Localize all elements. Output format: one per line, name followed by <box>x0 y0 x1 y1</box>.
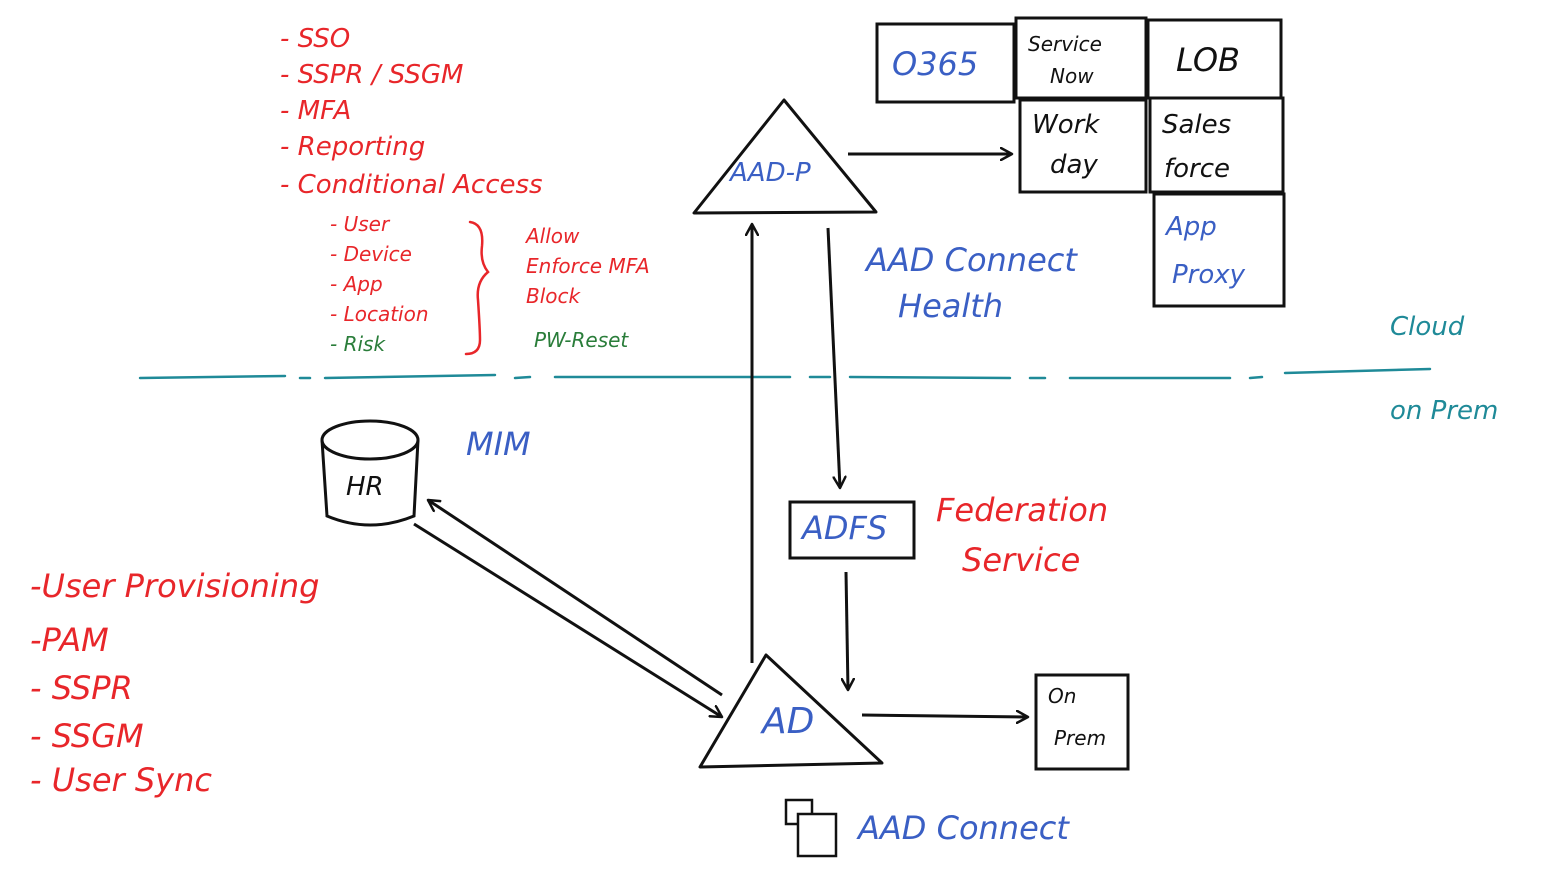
feature-sspr-ssgm: - SSPR / SSGM <box>280 60 464 90</box>
ca-condition-risk: - Risk <box>330 332 386 356</box>
ca-condition-device: - Device <box>330 242 412 266</box>
federation-service-line2: Service <box>962 541 1081 579</box>
ad-to-onprem-arrow <box>861 715 1028 717</box>
onprem-box <box>1034 673 1130 771</box>
zone-cloud-label: Cloud <box>1390 312 1465 342</box>
aad-connect-health-line2: Health <box>898 287 1004 325</box>
ca-action-allow: Allow <box>526 224 580 248</box>
app-workday-line1: Work <box>1032 110 1100 140</box>
hr-label: HR <box>346 472 384 502</box>
zone-onprem-label: on Prem <box>1390 396 1499 426</box>
app-salesforce-line1: Sales <box>1162 110 1232 140</box>
hr-database <box>320 419 420 527</box>
mim-feature-pam: -PAM <box>30 621 109 659</box>
aadp-to-adfs-arrow <box>826 227 840 488</box>
onprem-box-line2: Prem <box>1054 726 1107 750</box>
ca-condition-location: - Location <box>330 302 429 326</box>
cloud-onprem-divider <box>138 367 1432 380</box>
app-servicenow-line2: Now <box>1050 64 1094 88</box>
aad-connect-icon <box>784 798 838 858</box>
aad-connect-health-line1: AAD Connect <box>866 241 1077 279</box>
mim-feature-ssgm: - SSGM <box>30 717 144 755</box>
federation-service-line1: Federation <box>936 491 1109 529</box>
ca-condition-app: - App <box>330 272 383 296</box>
mim-label: MIM <box>466 425 531 463</box>
aadp-label: AAD-P <box>730 158 811 188</box>
mim-feature-user-sync: - User Sync <box>30 761 212 799</box>
app-workday-line2: day <box>1050 150 1098 180</box>
aad-connect-label: AAD Connect <box>858 809 1069 847</box>
app-appproxy-line1: App <box>1166 212 1217 242</box>
feature-reporting: - Reporting <box>280 132 426 162</box>
app-lob: LOB <box>1176 41 1240 79</box>
ca-brace-left <box>464 220 490 356</box>
mim-feature-sspr: - SSPR <box>30 669 133 707</box>
feature-sso: - SSO <box>280 24 351 54</box>
ad-label: AD <box>762 701 815 742</box>
mim-feature-user-provisioning: -User Provisioning <box>30 567 320 605</box>
aadp-triangle <box>692 98 878 215</box>
ad-triangle <box>698 653 884 769</box>
app-salesforce-line2: force <box>1164 154 1231 184</box>
apps-grid <box>875 16 1286 308</box>
hr-to-ad-arrow <box>413 522 722 719</box>
feature-conditional-access: - Conditional Access <box>280 170 543 200</box>
app-o365: O365 <box>892 45 979 83</box>
adfs-to-ad-arrow <box>846 571 848 690</box>
adfs-label: ADFS <box>802 509 888 547</box>
ca-condition-user: - User <box>330 212 390 236</box>
app-servicenow-line1: Service <box>1028 32 1102 56</box>
ad-to-hr-arrow <box>428 498 723 697</box>
ca-action-pw-reset: PW-Reset <box>534 328 629 352</box>
ca-action-block: Block <box>526 284 581 308</box>
adfs-box <box>788 500 916 560</box>
ca-action-enforce-mfa: Enforce MFA <box>526 254 650 278</box>
onprem-box-line1: On <box>1048 684 1077 708</box>
app-appproxy-line2: Proxy <box>1172 260 1246 290</box>
feature-mfa: - MFA <box>280 96 352 126</box>
